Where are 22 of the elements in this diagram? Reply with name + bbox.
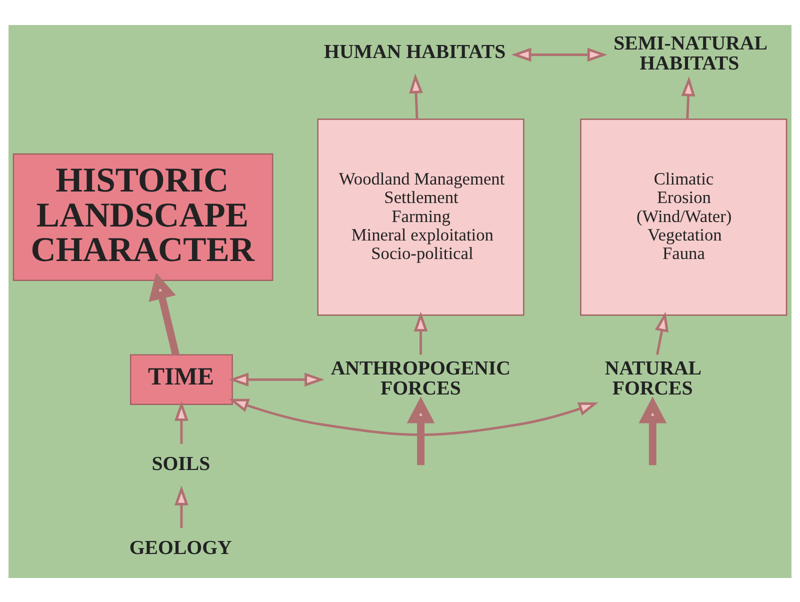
arrow [174, 400, 188, 444]
arrow [174, 485, 188, 528]
arrow [654, 311, 669, 355]
node-box: Woodland Management Settlement Farming Mineral exploitation Socio-political [317, 118, 524, 316]
node-box: TIME [130, 354, 233, 405]
arrow [638, 396, 667, 465]
node-text: SEMI-NATURAL HABITATS [614, 32, 768, 74]
node-box: Climatic Erosion (Wind/Water) Vegetation Fauna [580, 118, 788, 316]
node-box: HISTORIC LANDSCAPE CHARACTER [12, 152, 274, 281]
arrow [511, 47, 608, 62]
node-text: HUMAN HABITATS [324, 40, 506, 63]
arrow [228, 372, 324, 386]
arrow [414, 311, 428, 354]
arrow [406, 396, 435, 465]
node-text: ANTHROPOGENIC FORCES [330, 356, 510, 399]
arrow [409, 72, 423, 119]
node-text: NATURAL FORCES [604, 356, 702, 399]
node-text: SOILS [152, 452, 210, 474]
arrow [148, 272, 180, 356]
arrow [681, 76, 696, 119]
arrow [228, 398, 598, 436]
node-text: GEOLOGY [129, 536, 232, 559]
